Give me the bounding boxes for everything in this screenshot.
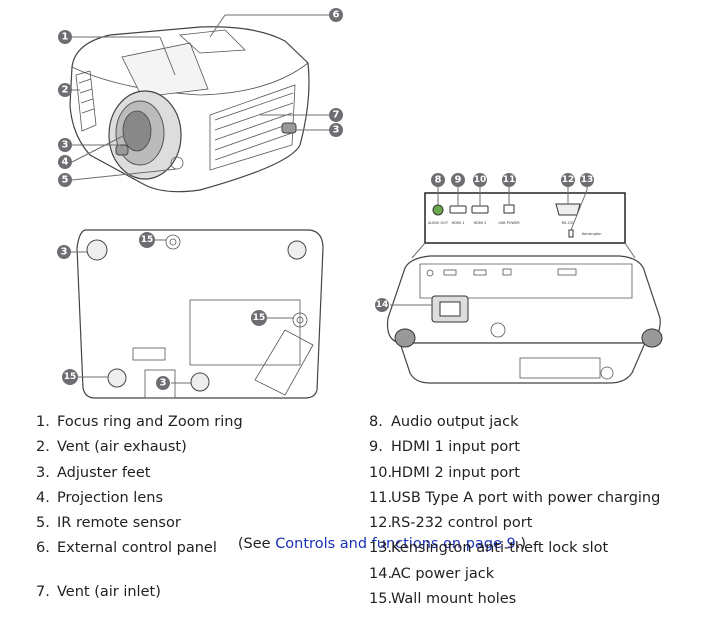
svg-text:13: 13 bbox=[581, 175, 594, 185]
ac-power-jack bbox=[431, 295, 469, 323]
callout-2: 2 bbox=[58, 83, 72, 97]
callout-13: 13 bbox=[580, 173, 594, 187]
svg-text:AUDIO OUT: AUDIO OUT bbox=[428, 221, 449, 225]
callout-1: 1 bbox=[58, 30, 72, 44]
svg-text:RS-232: RS-232 bbox=[562, 221, 575, 225]
callout-3: 3 bbox=[58, 138, 72, 152]
svg-text:5: 5 bbox=[62, 175, 69, 186]
callout-15-left: 15 bbox=[62, 369, 78, 385]
callout-3-bottom: 3 bbox=[156, 376, 170, 390]
svg-text:3: 3 bbox=[160, 378, 167, 389]
callout-3-right: 3 bbox=[329, 123, 343, 137]
svg-text:9: 9 bbox=[455, 175, 462, 186]
part-item-8: 8.Audio output jack bbox=[369, 414, 519, 430]
svg-text:HDMI 2: HDMI 2 bbox=[474, 221, 487, 225]
svg-text:15: 15 bbox=[253, 313, 266, 323]
projector-bottom-view: 3 15 15 15 3 bbox=[57, 229, 324, 399]
part-item-1: 1.Focus ring and Zoom ring bbox=[36, 414, 243, 430]
svg-text:USB POWER: USB POWER bbox=[498, 221, 520, 225]
parts-list-right: 8.Audio output jack 9.HDMI 1 input port … bbox=[369, 410, 660, 612]
callout-10: 10 bbox=[473, 173, 487, 187]
svg-text:3: 3 bbox=[61, 247, 68, 258]
svg-text:Kensington: Kensington bbox=[582, 232, 601, 236]
projector-front-view: 1 2 3 4 5 6 7 3 bbox=[58, 8, 343, 193]
svg-text:12: 12 bbox=[562, 175, 575, 185]
callout-15-top: 15 bbox=[139, 232, 155, 248]
part-item-6: 6.External control panel (See Controls a… bbox=[36, 536, 526, 580]
inlet-vent bbox=[209, 84, 296, 171]
svg-text:3: 3 bbox=[62, 140, 69, 151]
callout-4: 4 bbox=[58, 155, 72, 169]
part-item-10: 10.HDMI 2 input port bbox=[369, 464, 520, 481]
part-item-11: 11.USB Type A port with power charging bbox=[369, 489, 661, 506]
parts-list-left: 1.Focus ring and Zoom ring 2.Vent (air e… bbox=[36, 410, 526, 606]
part-item-12: 12.RS-232 control port bbox=[369, 515, 533, 532]
callout-12: 12 bbox=[561, 173, 575, 187]
callout-9: 9 bbox=[451, 173, 465, 187]
svg-text:15: 15 bbox=[64, 372, 77, 382]
svg-text:HDMI 1: HDMI 1 bbox=[452, 221, 465, 225]
part-item-5: 5.IR remote sensor bbox=[36, 515, 181, 532]
part-item-6-reference: (See Controls and functions on page 9.) bbox=[237, 536, 527, 553]
part-item-14: 14.AC power jack bbox=[369, 565, 495, 582]
svg-text:1: 1 bbox=[62, 32, 69, 43]
svg-text:7: 7 bbox=[333, 110, 340, 121]
part-item-9: 9.HDMI 1 input port bbox=[369, 439, 520, 456]
svg-text:10: 10 bbox=[474, 175, 487, 185]
callout-15-right: 15 bbox=[251, 310, 267, 326]
svg-text:15: 15 bbox=[141, 235, 154, 245]
callout-11: 11 bbox=[502, 173, 516, 187]
callout-14: 14 bbox=[375, 298, 389, 312]
svg-text:8: 8 bbox=[435, 175, 442, 186]
exhaust-vent bbox=[75, 70, 97, 132]
part-item-7: 7.Vent (air inlet) bbox=[36, 584, 161, 601]
svg-text:3: 3 bbox=[333, 125, 340, 136]
part-item-13: 13.Kensington anti-theft lock slot bbox=[369, 540, 609, 557]
svg-text:11: 11 bbox=[503, 175, 516, 185]
callout-8: 8 bbox=[431, 173, 445, 187]
callout-3-bottom-left: 3 bbox=[57, 245, 71, 259]
part-item-15: 15.Wall mount holes bbox=[369, 591, 517, 608]
callout-5: 5 bbox=[58, 173, 72, 187]
controls-page-link[interactable]: Controls and functions on page 9 bbox=[275, 536, 516, 553]
callout-7: 7 bbox=[329, 108, 343, 122]
svg-text:4: 4 bbox=[62, 157, 69, 168]
part-item-4: 4.Projection lens bbox=[36, 489, 164, 506]
svg-text:2: 2 bbox=[62, 85, 69, 96]
svg-text:14: 14 bbox=[376, 300, 389, 310]
projector-rear-view: AUDIO OUT HDMI 1 HDMI 2 USB POWER RS-232… bbox=[375, 173, 663, 384]
callout-6: 6 bbox=[329, 8, 343, 22]
part-item-3: 3.Adjuster feet bbox=[36, 464, 151, 481]
svg-text:6: 6 bbox=[333, 10, 340, 21]
part-item-2: 2.Vent (air exhaust) bbox=[36, 439, 187, 456]
projection-lens bbox=[108, 90, 182, 180]
